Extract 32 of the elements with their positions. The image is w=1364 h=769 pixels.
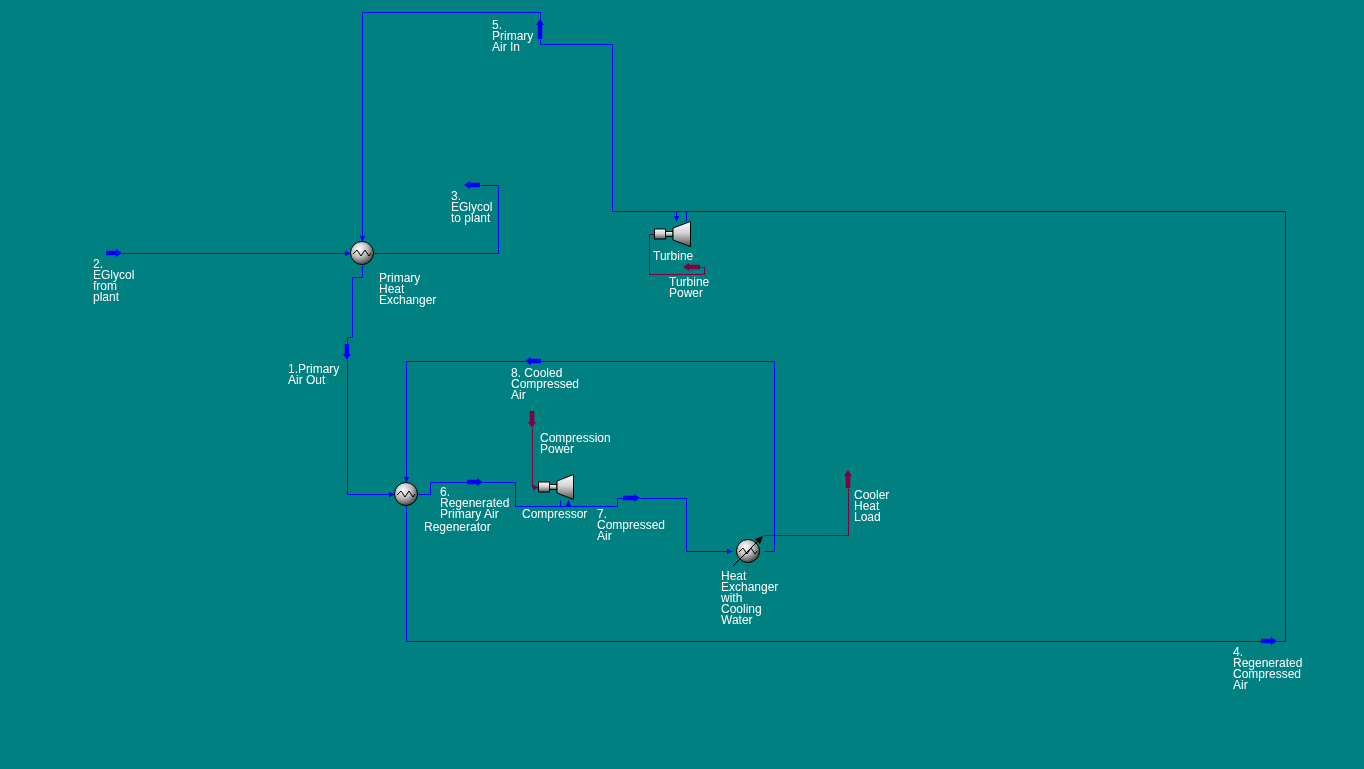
energy-stream-label: Turbine Power xyxy=(669,277,711,299)
stream-line xyxy=(418,482,468,495)
stream-line xyxy=(541,361,775,552)
stream-line xyxy=(640,498,733,555)
energy-line xyxy=(649,234,705,275)
stream-line xyxy=(347,265,363,345)
energy-line xyxy=(532,428,539,491)
stream-line xyxy=(560,498,624,507)
stream-label: 8. Cooled Compressed Air xyxy=(511,368,581,401)
stream-label: 3. EGlycol to plant xyxy=(451,191,494,224)
unit-label: Primary Heat Exchanger xyxy=(379,273,438,306)
stream-label: 2. EGlycol from plant xyxy=(93,259,136,303)
unit-label: Turbine xyxy=(653,251,694,262)
stream-label: 5. Primary Air In xyxy=(492,20,535,53)
stream-line xyxy=(483,482,572,507)
stream-line xyxy=(122,250,351,257)
unit-label: Compressor xyxy=(522,509,588,520)
stream-line xyxy=(540,39,687,222)
stream-label: 4. Regenerated Compressed Air xyxy=(1233,647,1304,691)
stream-line xyxy=(359,12,541,242)
stream-line xyxy=(403,361,526,483)
stream-label: 1.Primary Air Out xyxy=(288,364,341,386)
unit-label: Heat Exchanger with Cooling Water xyxy=(721,571,780,626)
stream-line xyxy=(374,185,499,254)
stream-label: 7. Compressed Air xyxy=(597,509,667,542)
stream-line xyxy=(347,360,395,498)
unit-label: Regenerator xyxy=(424,522,491,533)
energy-stream-label: Compression Power xyxy=(540,433,612,455)
stream-label: 6. Regenerated Primary Air xyxy=(440,487,511,520)
energy-line xyxy=(764,488,849,536)
energy-stream-label: Cooler Heat Load xyxy=(854,490,891,523)
stream-line xyxy=(406,506,1262,642)
